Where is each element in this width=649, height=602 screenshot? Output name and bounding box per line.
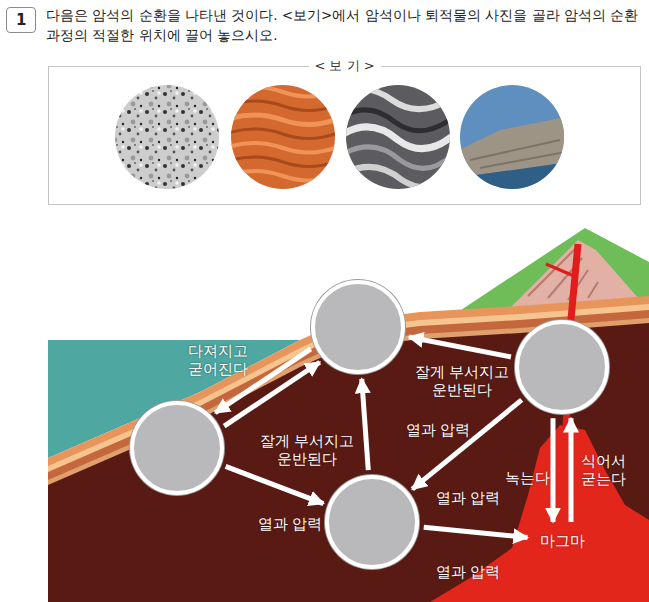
node-text: 마그마 (540, 532, 585, 550)
arrow-label: 열과 압력 (436, 563, 501, 581)
process-arrow (551, 418, 556, 522)
drop-circle (130, 401, 224, 495)
process-arrow (362, 379, 369, 470)
arrow-label: 열과 압력 (436, 489, 501, 507)
question-number-box: 1 (6, 7, 36, 33)
arrow-label: 열과 압력 (406, 421, 471, 439)
gneiss-band (340, 127, 455, 149)
drop-circle (515, 320, 609, 414)
gneiss-ground (340, 80, 455, 195)
sandstone-stripe (225, 143, 340, 153)
arrow-label: 잘게 부서지고 운반된다 (255, 432, 359, 468)
process-arrow (569, 418, 574, 522)
near-water (455, 162, 570, 195)
node-text: 1 (16, 11, 26, 29)
process-arrow (226, 466, 324, 503)
gneiss-photo (340, 80, 455, 195)
volcano-layer-line (528, 246, 598, 300)
node-text: < 보 기 > (308, 58, 380, 74)
sandstone-stripe (225, 115, 340, 125)
sandstone-stripe (225, 87, 340, 97)
arrow-label: 다져지고 굳어진다 (182, 342, 254, 378)
drop-circle (311, 280, 405, 374)
example-box: < 보 기 > (48, 66, 641, 205)
question-text: 다음은 암석의 순환을 나타낸 것이다. <보기>에서 암석이나 퇴적물의 사진… (46, 5, 642, 45)
gravel-texture (470, 140, 565, 168)
arrow-label: 녹는다 (505, 469, 550, 487)
magma-label-box: 마그마 (533, 527, 592, 555)
sandstone-ground (225, 80, 340, 195)
sandstone-stripe (225, 157, 340, 167)
sandstone-photo (225, 80, 340, 195)
arrow-label: 식어서 굳는다 (575, 452, 631, 488)
granite-texture (110, 80, 225, 195)
granite-photo (110, 80, 225, 195)
sandstone-stripe (225, 129, 340, 139)
sea-water (455, 80, 570, 195)
gneiss-band (340, 167, 455, 187)
sandstone-stripe (225, 171, 340, 181)
sediment-photo (455, 80, 570, 195)
process-arrow (424, 527, 528, 537)
arrow-label: 열과 압력 (258, 515, 323, 533)
sandstone-stripe (225, 101, 340, 111)
gneiss-band (340, 89, 455, 109)
arrow-label: 잘게 부서지고 운반된다 (410, 363, 514, 399)
volcanic-vent (546, 264, 574, 276)
process-arrow (409, 337, 511, 357)
gneiss-band (340, 147, 455, 168)
drop-circle (325, 475, 419, 569)
magma-region (430, 425, 649, 602)
